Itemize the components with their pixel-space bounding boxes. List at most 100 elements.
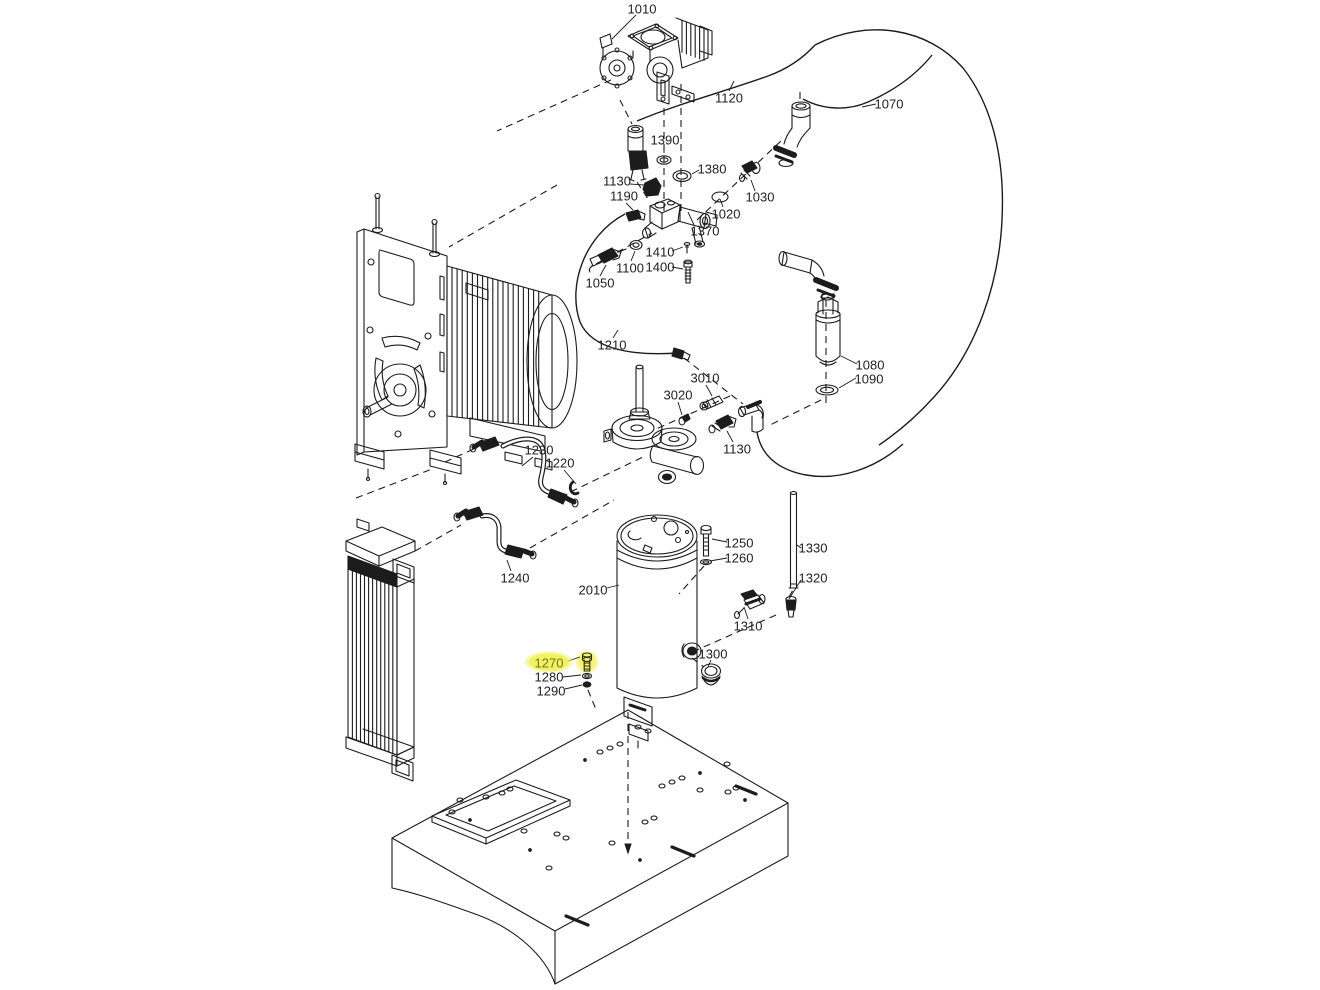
part-number-text-1390: 1390: [651, 133, 680, 148]
fitting-1320: [785, 595, 797, 618]
part-label-2010: 2010: [579, 583, 620, 598]
part-number-text-1080: 1080: [856, 358, 885, 373]
screw-1410: [683, 242, 691, 254]
hose-1230-fittings: [469, 436, 579, 508]
o-ring-1020: [711, 191, 729, 203]
part-label-1300: 1300: [699, 647, 728, 668]
separator-tank: [616, 514, 702, 749]
part-number-text-1220: 1220: [546, 456, 575, 471]
leader-line-1290: [564, 684, 583, 690]
part-label-1080: 1080: [840, 355, 885, 373]
elbow-fitting-lower: [778, 250, 839, 301]
part-label-1050: 1050: [586, 264, 615, 291]
o-ring-1380: [672, 169, 692, 183]
leader-line-1130: [629, 183, 645, 186]
tube-1330: [788, 490, 799, 589]
part-number-text-1130: 1130: [723, 442, 751, 457]
leader-line-1300: [707, 659, 712, 668]
motor-bracket: [354, 192, 462, 486]
leader-line-1280: [562, 674, 582, 678]
part-label-1190: 1190: [610, 189, 638, 211]
filter-1080: [815, 293, 841, 366]
part-label-1380: 1380: [691, 162, 727, 177]
part-number-text-1240: 1240: [501, 571, 530, 586]
part-number-text-1380: 1380: [698, 162, 727, 177]
leader-line-1190: [625, 202, 634, 211]
o-ring-1390: [656, 155, 672, 165]
thermostatic-valve-assembly: [603, 364, 705, 485]
part-number-text-1100: 1100: [616, 261, 644, 276]
part-number-text-1210: 1210: [598, 338, 627, 353]
compressor-airend: [599, 17, 713, 105]
connector-1210-end: [671, 347, 691, 361]
o-ring-1090: [815, 384, 839, 396]
leader-line-1230: [521, 456, 534, 467]
part-label-1370: 1370: [687, 211, 719, 239]
o-ring-1100: [629, 239, 643, 251]
part-number-text-1010: 1010: [628, 2, 657, 17]
bolt-1250: [700, 524, 712, 557]
leader-line-1370: [687, 211, 695, 226]
hose-1070-loop: [814, 29, 1004, 446]
part-number-text-1130: 1130: [603, 174, 631, 189]
part-label-1250: 1250: [711, 536, 754, 551]
leader-line-1260: [709, 557, 728, 562]
part-number-text-1230: 1230: [525, 443, 554, 458]
part-number-text-1290: 1290: [537, 684, 566, 699]
leader-line-3010: [705, 384, 713, 397]
part-number-text-1190: 1190: [610, 189, 638, 204]
oil-cooler: [345, 518, 416, 782]
part-number-text-1250: 1250: [725, 536, 754, 551]
leader-line-1030: [750, 179, 756, 192]
fitting-1190: [625, 209, 646, 222]
part-number-text-1090: 1090: [855, 372, 884, 387]
washer-1290: [582, 681, 592, 688]
part-number-text-3010: 3010: [691, 371, 720, 386]
part-label-1290: 1290: [537, 684, 583, 699]
part-label-3020: 3020: [664, 388, 692, 416]
part-label-1310: 1310: [734, 606, 762, 634]
part-number-text-1070: 1070: [875, 97, 904, 112]
bolt-1270: [581, 652, 593, 672]
part-label-1330: 1330: [796, 541, 827, 556]
part-label-1390: 1390: [651, 133, 680, 153]
leader-line-1080: [840, 355, 858, 365]
leader-line-1240: [506, 559, 512, 572]
part-label-1400: 1400: [646, 260, 684, 275]
assembly-axis-lines: [355, 79, 827, 845]
elbow-fitting-valve: [737, 400, 764, 433]
valve-1310: [733, 589, 766, 620]
leader-line-1070: [861, 103, 877, 108]
plug-1300: [700, 663, 722, 686]
part-label-1090: 1090: [838, 372, 884, 389]
leader-line-1090: [838, 377, 857, 389]
part-number-text-1260: 1260: [725, 551, 754, 566]
part-number-text-1050: 1050: [586, 276, 615, 291]
part-label-3010: 3010: [691, 371, 720, 397]
part-number-text-1300: 1300: [699, 647, 728, 662]
leader-line-1100: [630, 250, 636, 262]
part-number-text-1270: 1270: [535, 656, 564, 671]
part-label-1220: 1220: [546, 456, 577, 485]
fitting-1130-lower: [708, 414, 737, 434]
leader-line-1400: [671, 266, 684, 270]
leader-line-1010: [611, 14, 637, 40]
fitting-1120: [627, 124, 649, 182]
part-number-text-1320: 1320: [799, 571, 828, 586]
fitting-1130-upper: [642, 177, 662, 197]
axis-arrowhead: [624, 843, 632, 855]
leader-line-1250: [711, 538, 728, 543]
part-label-1100: 1100: [616, 250, 644, 276]
leader-line-1380: [691, 169, 700, 175]
highlight-pill: [529, 653, 569, 671]
part-label-1020: 1020: [712, 198, 740, 222]
part-label-1120: 1120: [715, 80, 743, 106]
washer-1260: [699, 558, 713, 566]
manifold-block: [641, 198, 718, 248]
fitting-3020: [678, 413, 691, 426]
part-number-text-1400: 1400: [646, 260, 675, 275]
leader-line-1410: [671, 246, 684, 252]
hose-1240-fittings: [453, 506, 537, 560]
part-label-1260: 1260: [709, 551, 754, 566]
